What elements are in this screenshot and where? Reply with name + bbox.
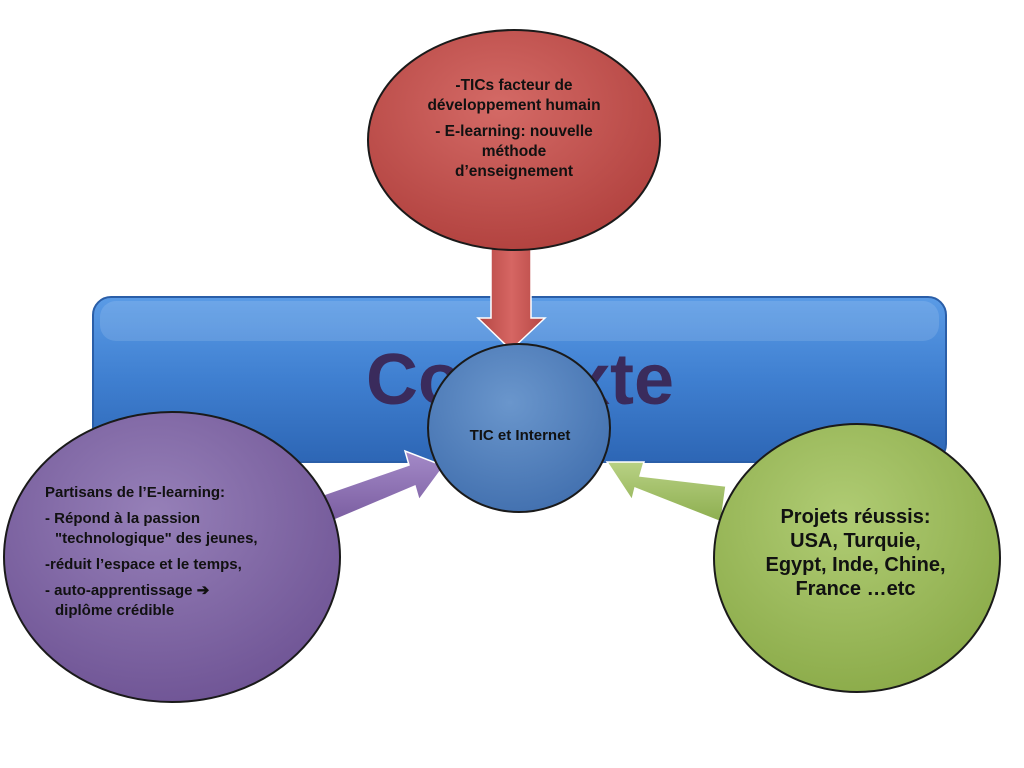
left-node-line: "technologique" des jeunes, [55, 530, 258, 547]
top-node-line: -TICs facteur de [455, 77, 573, 94]
right-arrow-icon: ➔ [196, 582, 210, 599]
left-arrow [312, 449, 446, 523]
top-node-circle [367, 29, 661, 251]
right-node-text: Projets réussis: USA, Turquie, Egypt, In… [728, 505, 983, 601]
left-node-heading: Partisans de l’E-learning: [45, 484, 226, 501]
right-node-line: France …etc [795, 578, 916, 600]
top-node-line: méthode [481, 143, 547, 160]
left-node-circle [3, 411, 341, 703]
top-node-line: développement humain [427, 97, 601, 114]
left-node-item3-text: - auto-apprentissage [45, 582, 193, 599]
right-arrow [605, 461, 727, 524]
right-node-line: Projets réussis: [780, 506, 931, 528]
right-node-circle [713, 423, 1001, 693]
center-node-label: TIC et Internet [469, 427, 571, 444]
right-node-line: Egypt, Inde, Chine, [765, 554, 946, 576]
left-node-text: Partisans de l’E-learning: - Répond à la… [45, 483, 315, 621]
top-arrow [476, 247, 547, 352]
top-node-text: -TICs facteur de développement humain - … [398, 76, 630, 182]
left-node-line: -réduit l’espace et le temps, [45, 556, 242, 573]
left-node-line: diplôme crédible [55, 602, 175, 619]
top-node-line: - E-learning: nouvelle [435, 123, 593, 140]
right-node-line: USA, Turquie, [790, 530, 921, 552]
left-node-line: - Répond à la passion [45, 510, 201, 527]
center-node-circle [427, 343, 611, 513]
left-node-line: - auto-apprentissage ➔ [45, 581, 315, 601]
center-node-text: TIC et Internet [430, 426, 610, 446]
top-node-line: d’enseignement [455, 163, 573, 180]
